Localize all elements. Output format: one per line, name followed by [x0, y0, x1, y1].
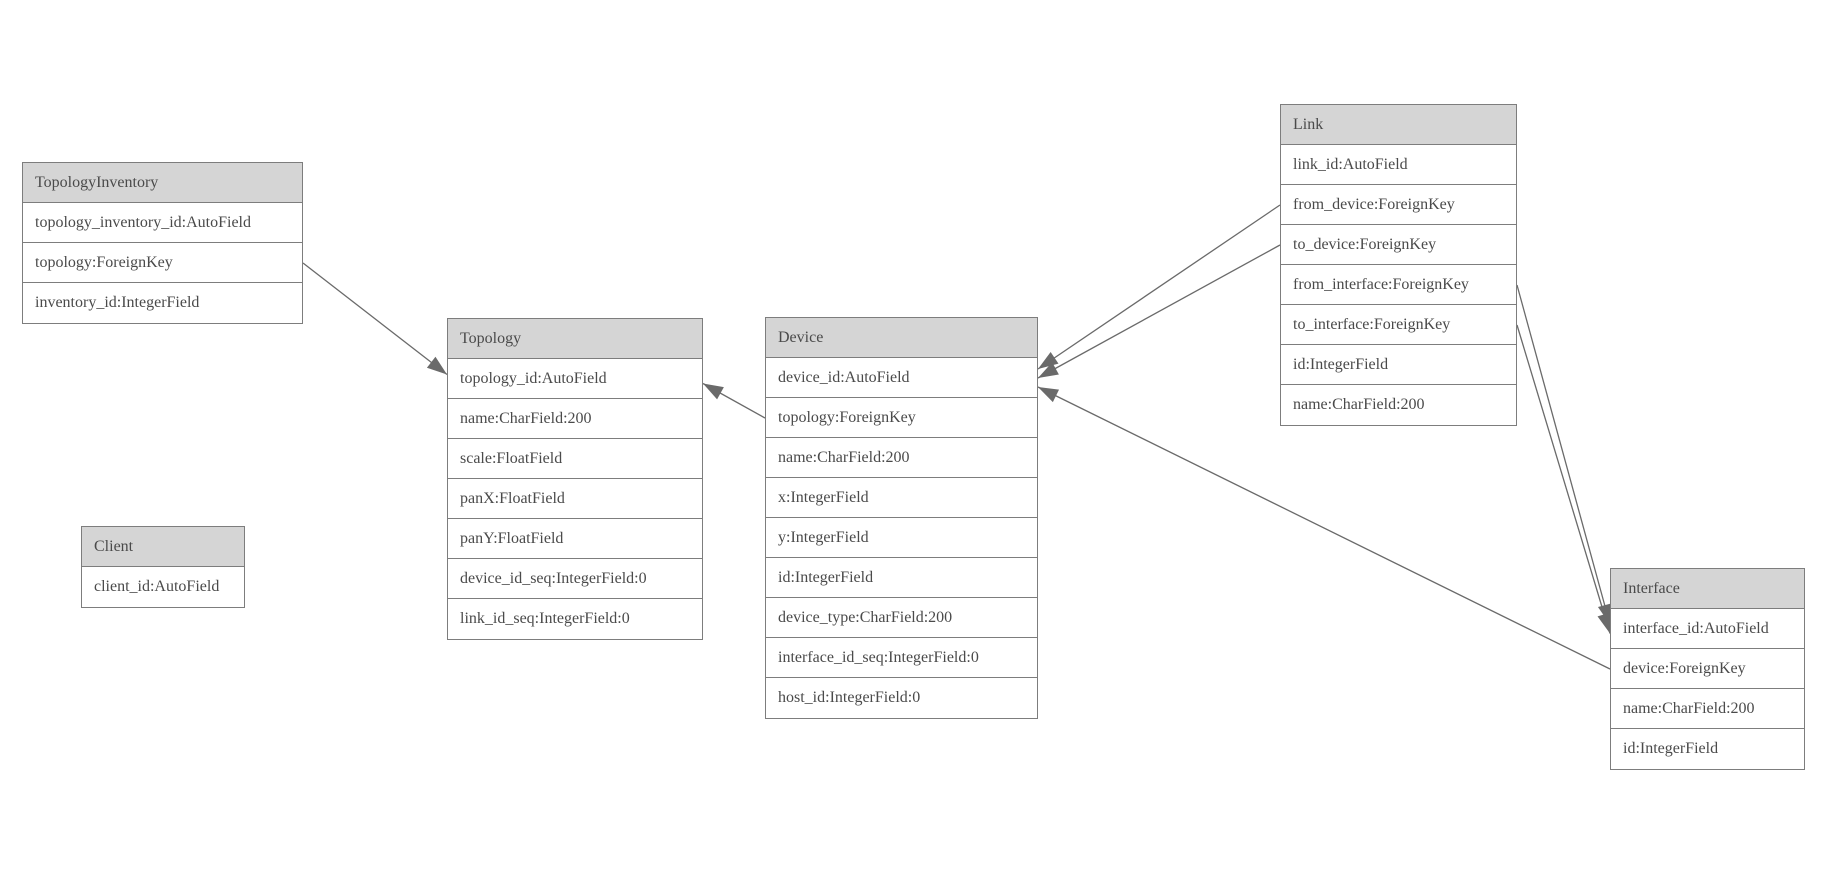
entity-field-row: name:CharField:200: [766, 438, 1037, 478]
entity-field-row: interface_id_seq:IntegerField:0: [766, 638, 1037, 678]
entity-field-row: topology:ForeignKey: [766, 398, 1037, 438]
entity-field-row: device_id:AutoField: [766, 358, 1037, 398]
relationship-edge-link-to-interface: [1516, 284, 1612, 625]
entity-field-row: panY:FloatField: [448, 519, 702, 559]
entity-field-row: client_id:AutoField: [94, 578, 220, 595]
entity-field-row: inventory_id:IntegerField: [35, 294, 200, 311]
entity-field-row: to_interface:ForeignKey: [1281, 305, 1516, 345]
entity-field-row: id:IntegerField: [1281, 345, 1516, 385]
entity-field-row: from_device:ForeignKey: [1281, 185, 1516, 225]
entity-field-row: from_interface:ForeignKey: [1281, 265, 1516, 305]
entity-title: Interface: [1611, 569, 1804, 609]
entity-field-row: x:IntegerField: [766, 478, 1037, 518]
entity-field-row: name:CharField:200: [1611, 689, 1804, 729]
entity-field-row: device_type:CharField:200: [766, 598, 1037, 638]
entity-field-row: panX:FloatField: [448, 479, 702, 519]
entity-field-row: link_id:AutoField: [1281, 145, 1516, 185]
entity-field-row: device_id_seq:IntegerField:0: [448, 559, 702, 599]
entity-field-row: topology_inventory_id:AutoField: [23, 203, 302, 243]
entity-field-row: scale:FloatField: [448, 439, 702, 479]
entity-title: Device: [766, 318, 1037, 358]
entity-title: Link: [1281, 105, 1516, 145]
relationship-edge-interface-to-device: [1037, 386, 1611, 670]
entity-field-row: host_id:IntegerField:0: [778, 689, 921, 706]
entity-title: Topology: [448, 319, 702, 359]
entity-field-row: interface_id:AutoField: [1611, 609, 1804, 649]
entity-field-row: topology:ForeignKey: [23, 243, 302, 283]
relationship-edge-topologyinventory-to-topology: [302, 262, 448, 376]
entity-field-row: to_device:ForeignKey: [1281, 225, 1516, 265]
entity-field-row: y:IntegerField: [766, 518, 1037, 558]
entity-field-row: name:CharField:200: [1293, 396, 1425, 413]
entity-field-row: topology_id:AutoField: [448, 359, 702, 399]
entity-title: Client: [82, 527, 244, 567]
entity-field-row: id:IntegerField: [1623, 740, 1719, 757]
entity-field-row: link_id_seq:IntegerField:0: [460, 610, 630, 627]
entity-field-row: id:IntegerField: [766, 558, 1037, 598]
relationship-edge-link-to-device: [1037, 204, 1281, 370]
entity-title: TopologyInventory: [23, 163, 302, 203]
entity-field-row: name:CharField:200: [448, 399, 702, 439]
entity-table-topologyinventory: TopologyInventory topology_inventory_id:…: [22, 162, 303, 324]
entity-table-client: Client client_id:AutoField: [81, 526, 245, 608]
entity-field-row: device:ForeignKey: [1611, 649, 1804, 689]
entity-field-list: client_id:AutoField: [82, 567, 244, 607]
relationship-edge-device-to-topology: [702, 382, 766, 419]
relationship-edge-link-to-device: [1037, 244, 1281, 379]
relationship-edge-link-to-interface: [1516, 324, 1611, 634]
